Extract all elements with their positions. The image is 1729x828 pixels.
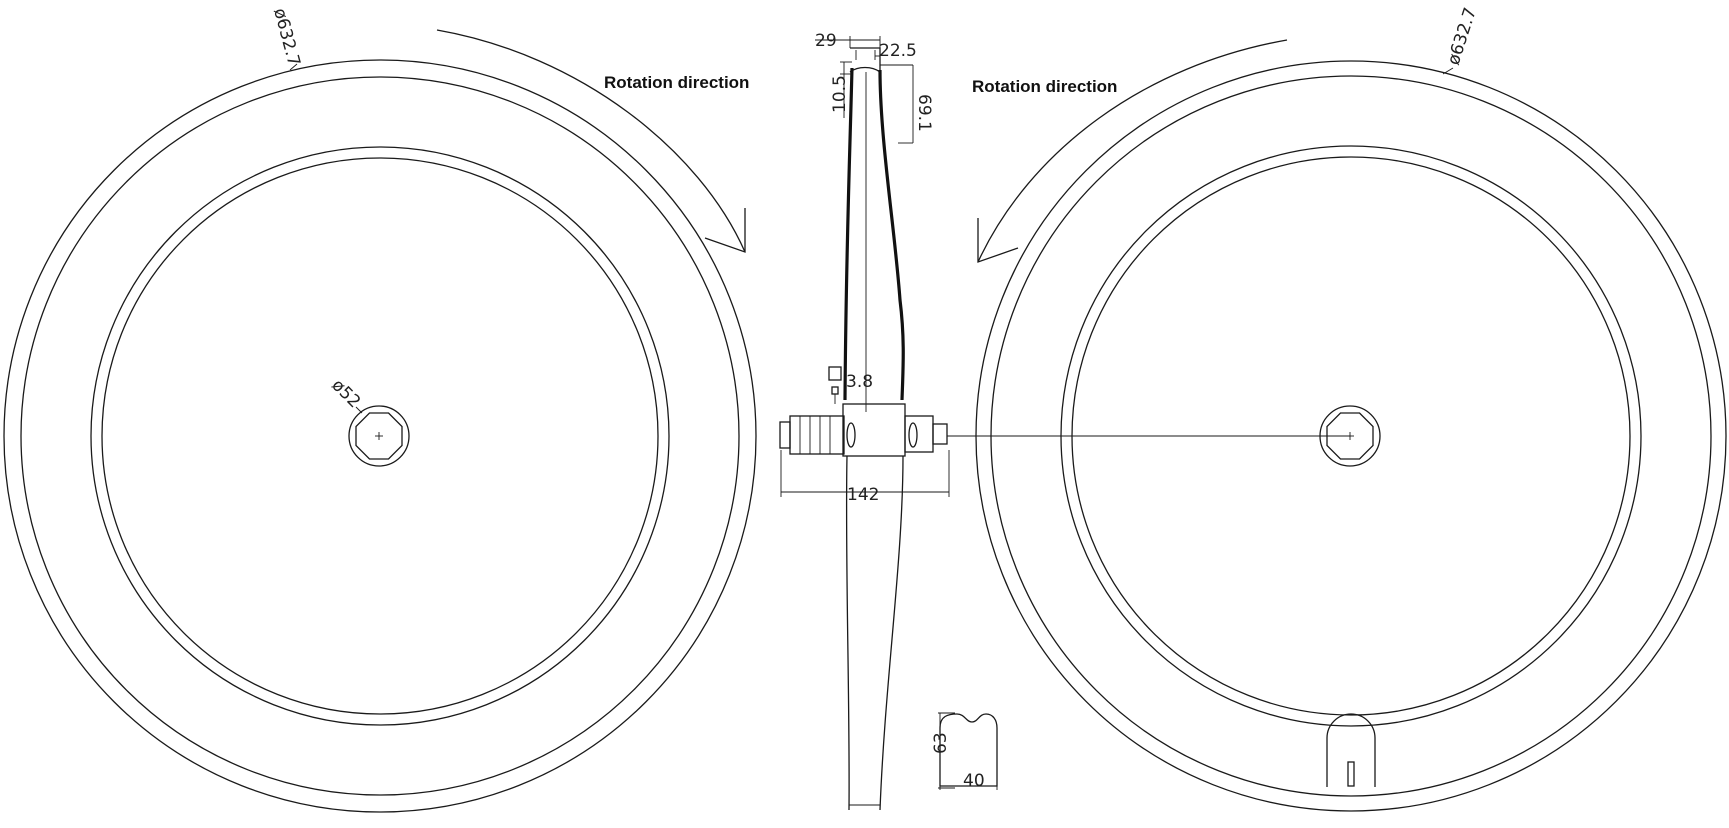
dim-rim-depth: 69.1 xyxy=(914,94,934,132)
valve-window xyxy=(1326,713,1376,787)
left-wheel-rim-ring xyxy=(90,146,670,726)
left-wheel-inner-ring xyxy=(101,157,659,715)
dim-left-outer-diameter: ø632.7 xyxy=(269,6,304,68)
left-wheel-outer-ring xyxy=(3,59,757,813)
dimension-lines xyxy=(289,36,998,790)
right-wheel xyxy=(975,39,1727,812)
left-wheel-tire-ring xyxy=(20,76,740,796)
right-hub-octagon xyxy=(1326,412,1374,460)
rotation-label-right: Rotation direction xyxy=(972,77,1117,96)
dim-valve: 3.8 xyxy=(846,372,873,392)
dim-section-width: 40 xyxy=(963,771,985,791)
dim-rim-inner-width: 22.5 xyxy=(879,41,917,61)
dim-right-outer-diameter: ø632.7 xyxy=(1444,5,1481,67)
rim-section-profile xyxy=(939,713,998,787)
left-wheel xyxy=(3,29,757,813)
rotation-label-left: Rotation direction xyxy=(604,73,749,92)
valve-stem xyxy=(1347,761,1355,787)
dim-section-height: 63 xyxy=(931,732,951,754)
right-rotation-arrow xyxy=(977,39,1288,263)
left-hub-outer xyxy=(348,405,410,467)
left-hub-octagon xyxy=(355,412,403,460)
dim-hub-diameter: ø52 xyxy=(327,375,364,412)
left-rotation-arrow xyxy=(436,29,746,253)
hub-body xyxy=(842,403,906,457)
dim-rim-bead-height: 10.5 xyxy=(830,75,850,113)
dim-axle-width: 142 xyxy=(847,485,879,505)
wheel-cross-section xyxy=(779,47,1350,811)
dim-rim-width-top: 29 xyxy=(815,31,837,51)
